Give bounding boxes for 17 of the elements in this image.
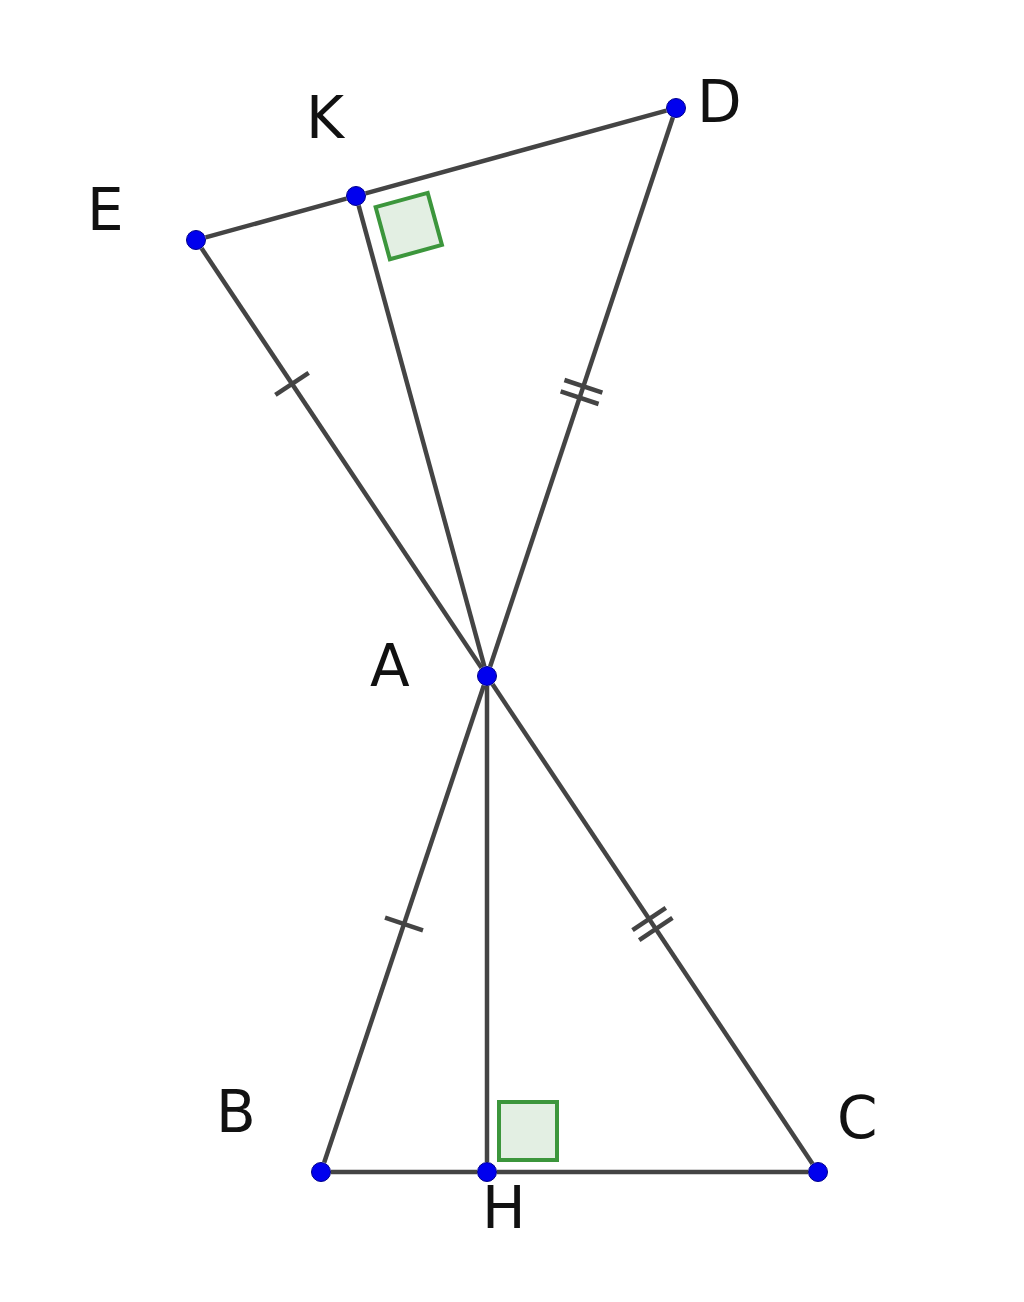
point-label: H xyxy=(482,1179,526,1237)
line-segment xyxy=(205,196,347,240)
line-segment xyxy=(356,205,487,667)
line-segment xyxy=(490,683,815,1165)
point-label: E xyxy=(87,181,124,239)
point-label: K xyxy=(306,89,345,147)
point-label: B xyxy=(216,1083,256,1141)
line-segment xyxy=(497,1169,808,1175)
line-segment xyxy=(365,108,667,196)
point-label: C xyxy=(837,1089,878,1147)
point-label: A xyxy=(370,637,410,695)
point-label: D xyxy=(697,73,742,131)
line-segment xyxy=(484,686,490,1162)
line-segment xyxy=(322,684,486,1164)
line-segment xyxy=(331,1169,477,1175)
line-segment xyxy=(199,247,484,669)
line-segment xyxy=(488,116,675,668)
